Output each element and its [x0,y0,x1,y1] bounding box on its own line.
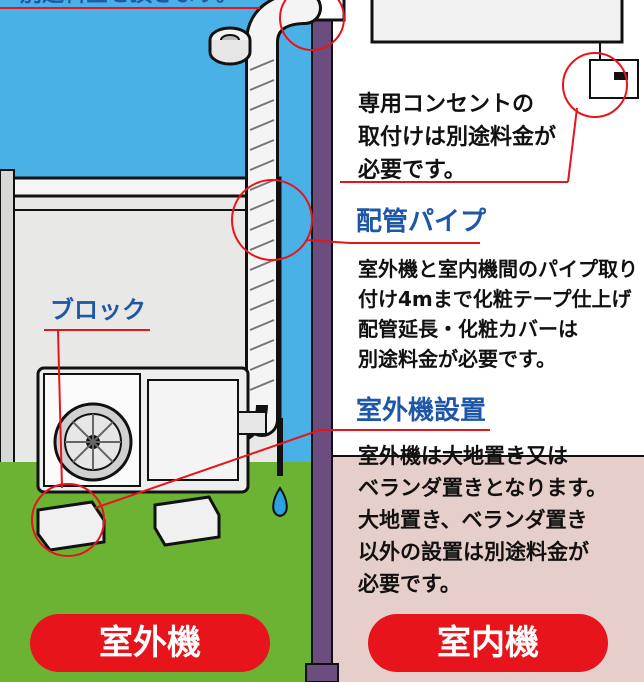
pipe-description-line: 配管延長・化粧カバーは [358,317,578,341]
outdoor-install-line: 必要です。 [358,572,461,596]
outlet-note-line: 必要です。 [358,158,466,183]
wall-section [311,0,333,682]
pipe-heading: 配管パイプ [356,207,487,237]
pipe-description-line: 別途料金が必要です。 [358,347,556,371]
outdoor-install-heading: 室外機設置 [356,396,487,426]
pipe-description: 室外機と室内機間のパイプ取り 付け4mまで化粧テープ仕上げ 配管延長・化粧カバー… [358,254,638,374]
outdoor-install-line: ベランダ置きとなります。 [358,476,608,500]
top-caption: 別途料金を頂きます。 [20,0,238,11]
coil-icon [208,26,252,66]
pipe-description-line: 室外機と室内機間のパイプ取り [358,257,638,281]
concrete-blocks-icon [36,495,221,552]
outlet-note-line: 専用コンセントの [358,92,535,117]
pipe-description-line: 付け4mまで化粧テープ仕上げ [358,287,632,311]
callout-lines [0,0,628,557]
outdoor-install-line: 以外の設置は別途料金が [358,540,589,564]
indoor-unit-label: 室内機 [368,614,608,672]
outdoor-install-description: 室外機は大地置き又は ベランダ置きとなります。 大地置き、ベランダ置き 以外の設… [358,440,607,600]
outlet-note: 専用コンセントの 取付けは別途料金が 必要です。 [358,88,556,187]
block-label: ブロック [50,296,146,324]
outdoor-install-line: 室外機は大地置き又は [358,444,568,468]
outdoor-unit-label: 室外機 [30,614,270,672]
outdoor-ac-unit-icon [36,366,267,494]
outlet-note-line: 取付けは別途料金が [358,125,557,150]
indoor-ac-unit [370,0,624,44]
outdoor-install-line: 大地置き、ベランダ置き [358,508,588,532]
